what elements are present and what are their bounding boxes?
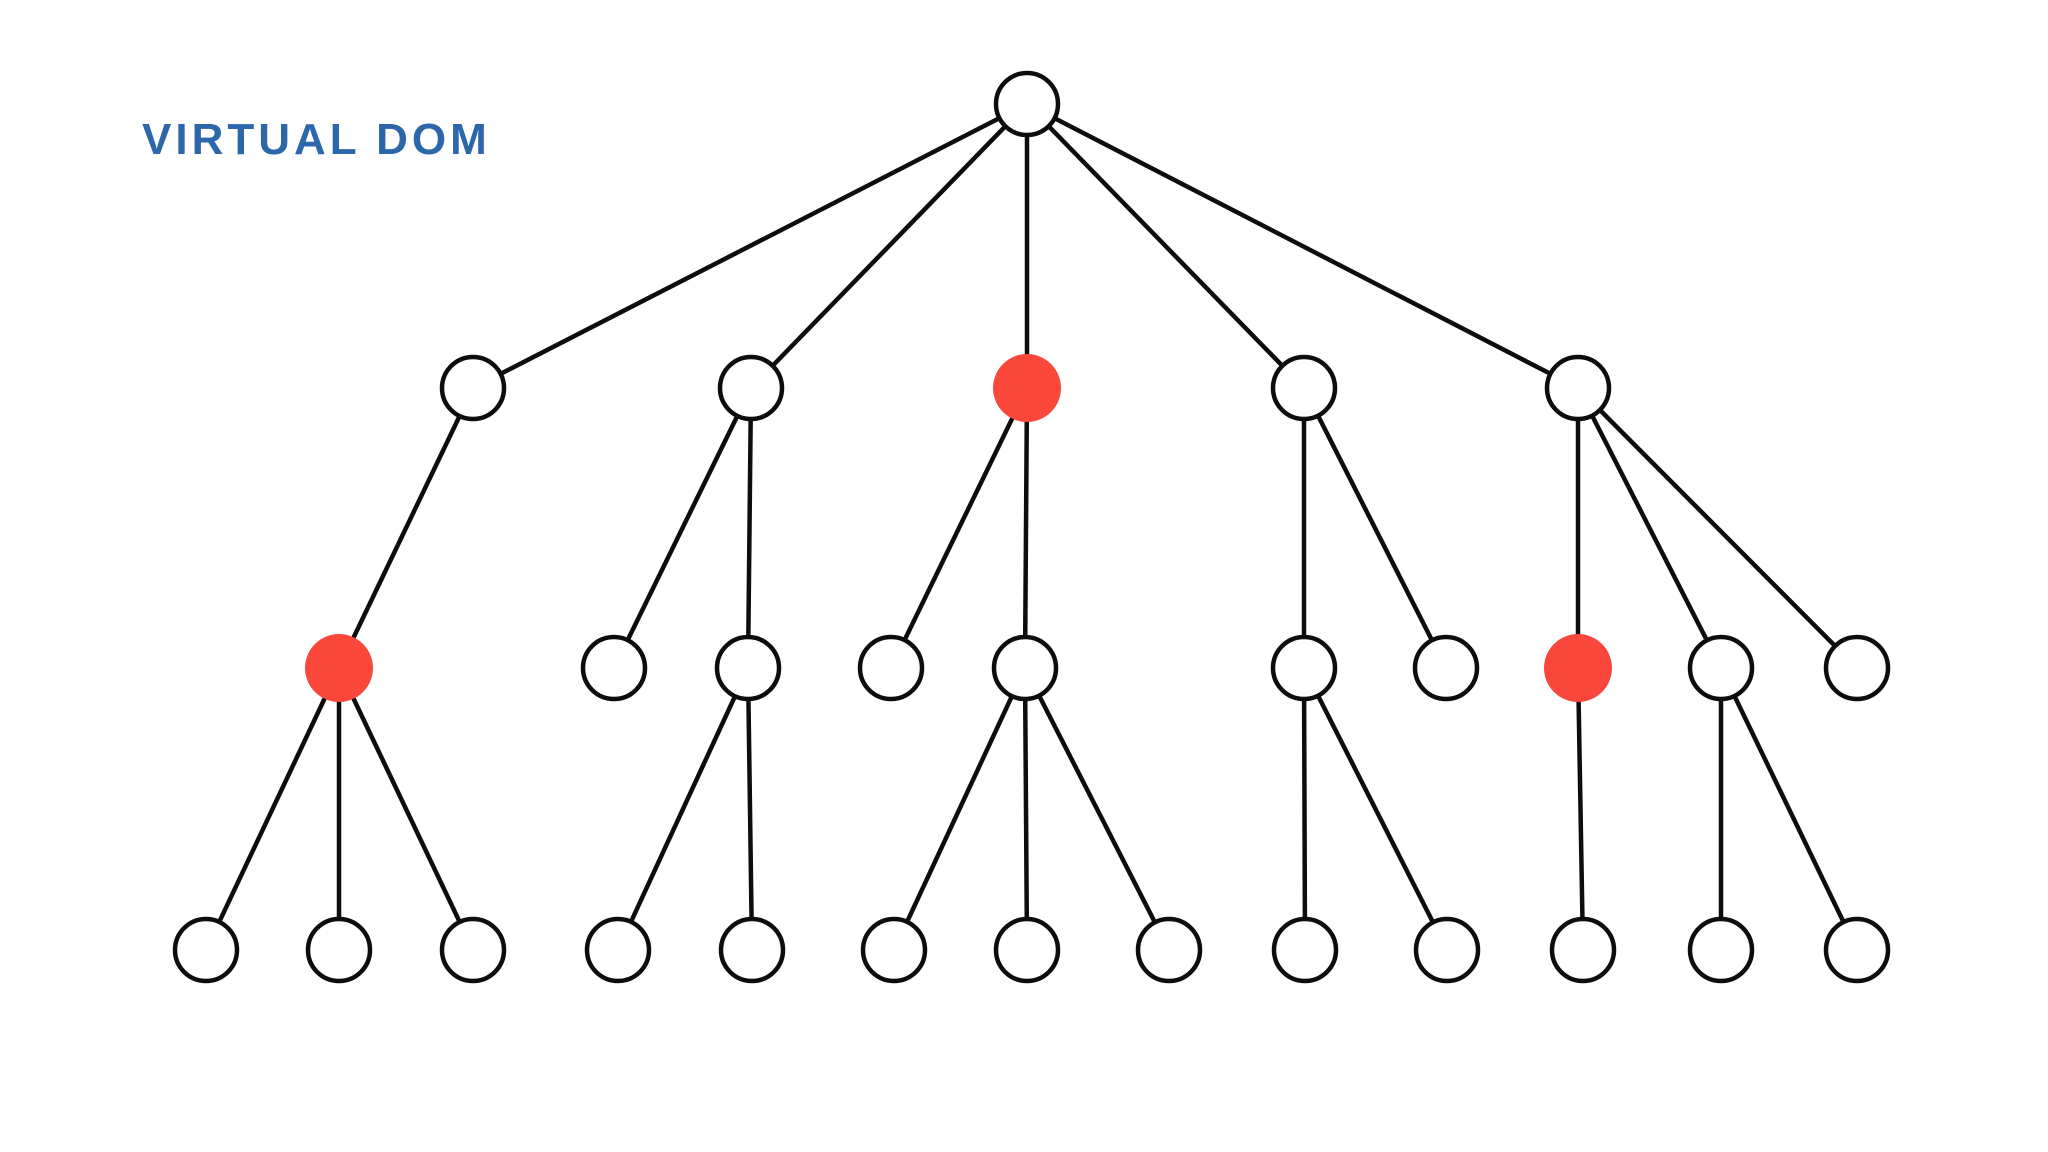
tree-edge (1718, 667, 1860, 951)
tree-node (714, 634, 782, 702)
tree-edge (1301, 666, 1450, 952)
tree-node (1271, 916, 1339, 984)
tree-edge (1301, 667, 1308, 951)
tree-node (580, 634, 648, 702)
tree-edge (1576, 386, 1859, 670)
tree-node (1549, 916, 1617, 984)
tree-node-changed (305, 634, 373, 702)
tree-node (993, 70, 1061, 138)
tree-edge (611, 387, 754, 669)
tree-edge (745, 387, 754, 669)
tree-edge (615, 667, 751, 951)
tree-node (1823, 916, 1891, 984)
tree-edge (336, 667, 476, 951)
tree-node (1135, 916, 1203, 984)
tree-node (1544, 354, 1612, 422)
tree-node (1412, 634, 1480, 702)
tree-node (305, 916, 373, 984)
tree-node (1687, 916, 1755, 984)
tree-edge (1575, 386, 1724, 670)
tree-edge (745, 667, 755, 951)
tree-node (172, 916, 240, 984)
tree-node (718, 916, 786, 984)
tree-node (991, 634, 1059, 702)
tree-node (1270, 354, 1338, 422)
tree-node-changed (993, 354, 1061, 422)
tree-edge (888, 387, 1030, 669)
tree-node (860, 916, 928, 984)
tree-edge (203, 667, 342, 951)
tree-edge (1301, 386, 1449, 670)
tree-edge (1022, 666, 1172, 952)
page-title: VIRTUAL DOM (142, 115, 491, 164)
tree-node (1687, 634, 1755, 702)
tree-node (717, 354, 785, 422)
tree-node (1823, 634, 1891, 702)
tree-node (439, 916, 507, 984)
tree-edge (336, 387, 476, 669)
tree-node (993, 916, 1061, 984)
tree-node (584, 916, 652, 984)
tree-edge (749, 102, 1029, 390)
tree-edge (1022, 387, 1030, 669)
tree-node (1413, 916, 1481, 984)
tree-node (857, 634, 925, 702)
tree-node (1270, 634, 1338, 702)
tree-edge (1025, 102, 1580, 390)
tree-node-changed (1544, 634, 1612, 702)
tree-edge (891, 667, 1028, 951)
tree-node (439, 354, 507, 422)
tree-edge (1575, 667, 1586, 951)
tree-edge (471, 101, 1029, 391)
tree-edge (1022, 667, 1030, 951)
tree-edge (1025, 102, 1306, 390)
